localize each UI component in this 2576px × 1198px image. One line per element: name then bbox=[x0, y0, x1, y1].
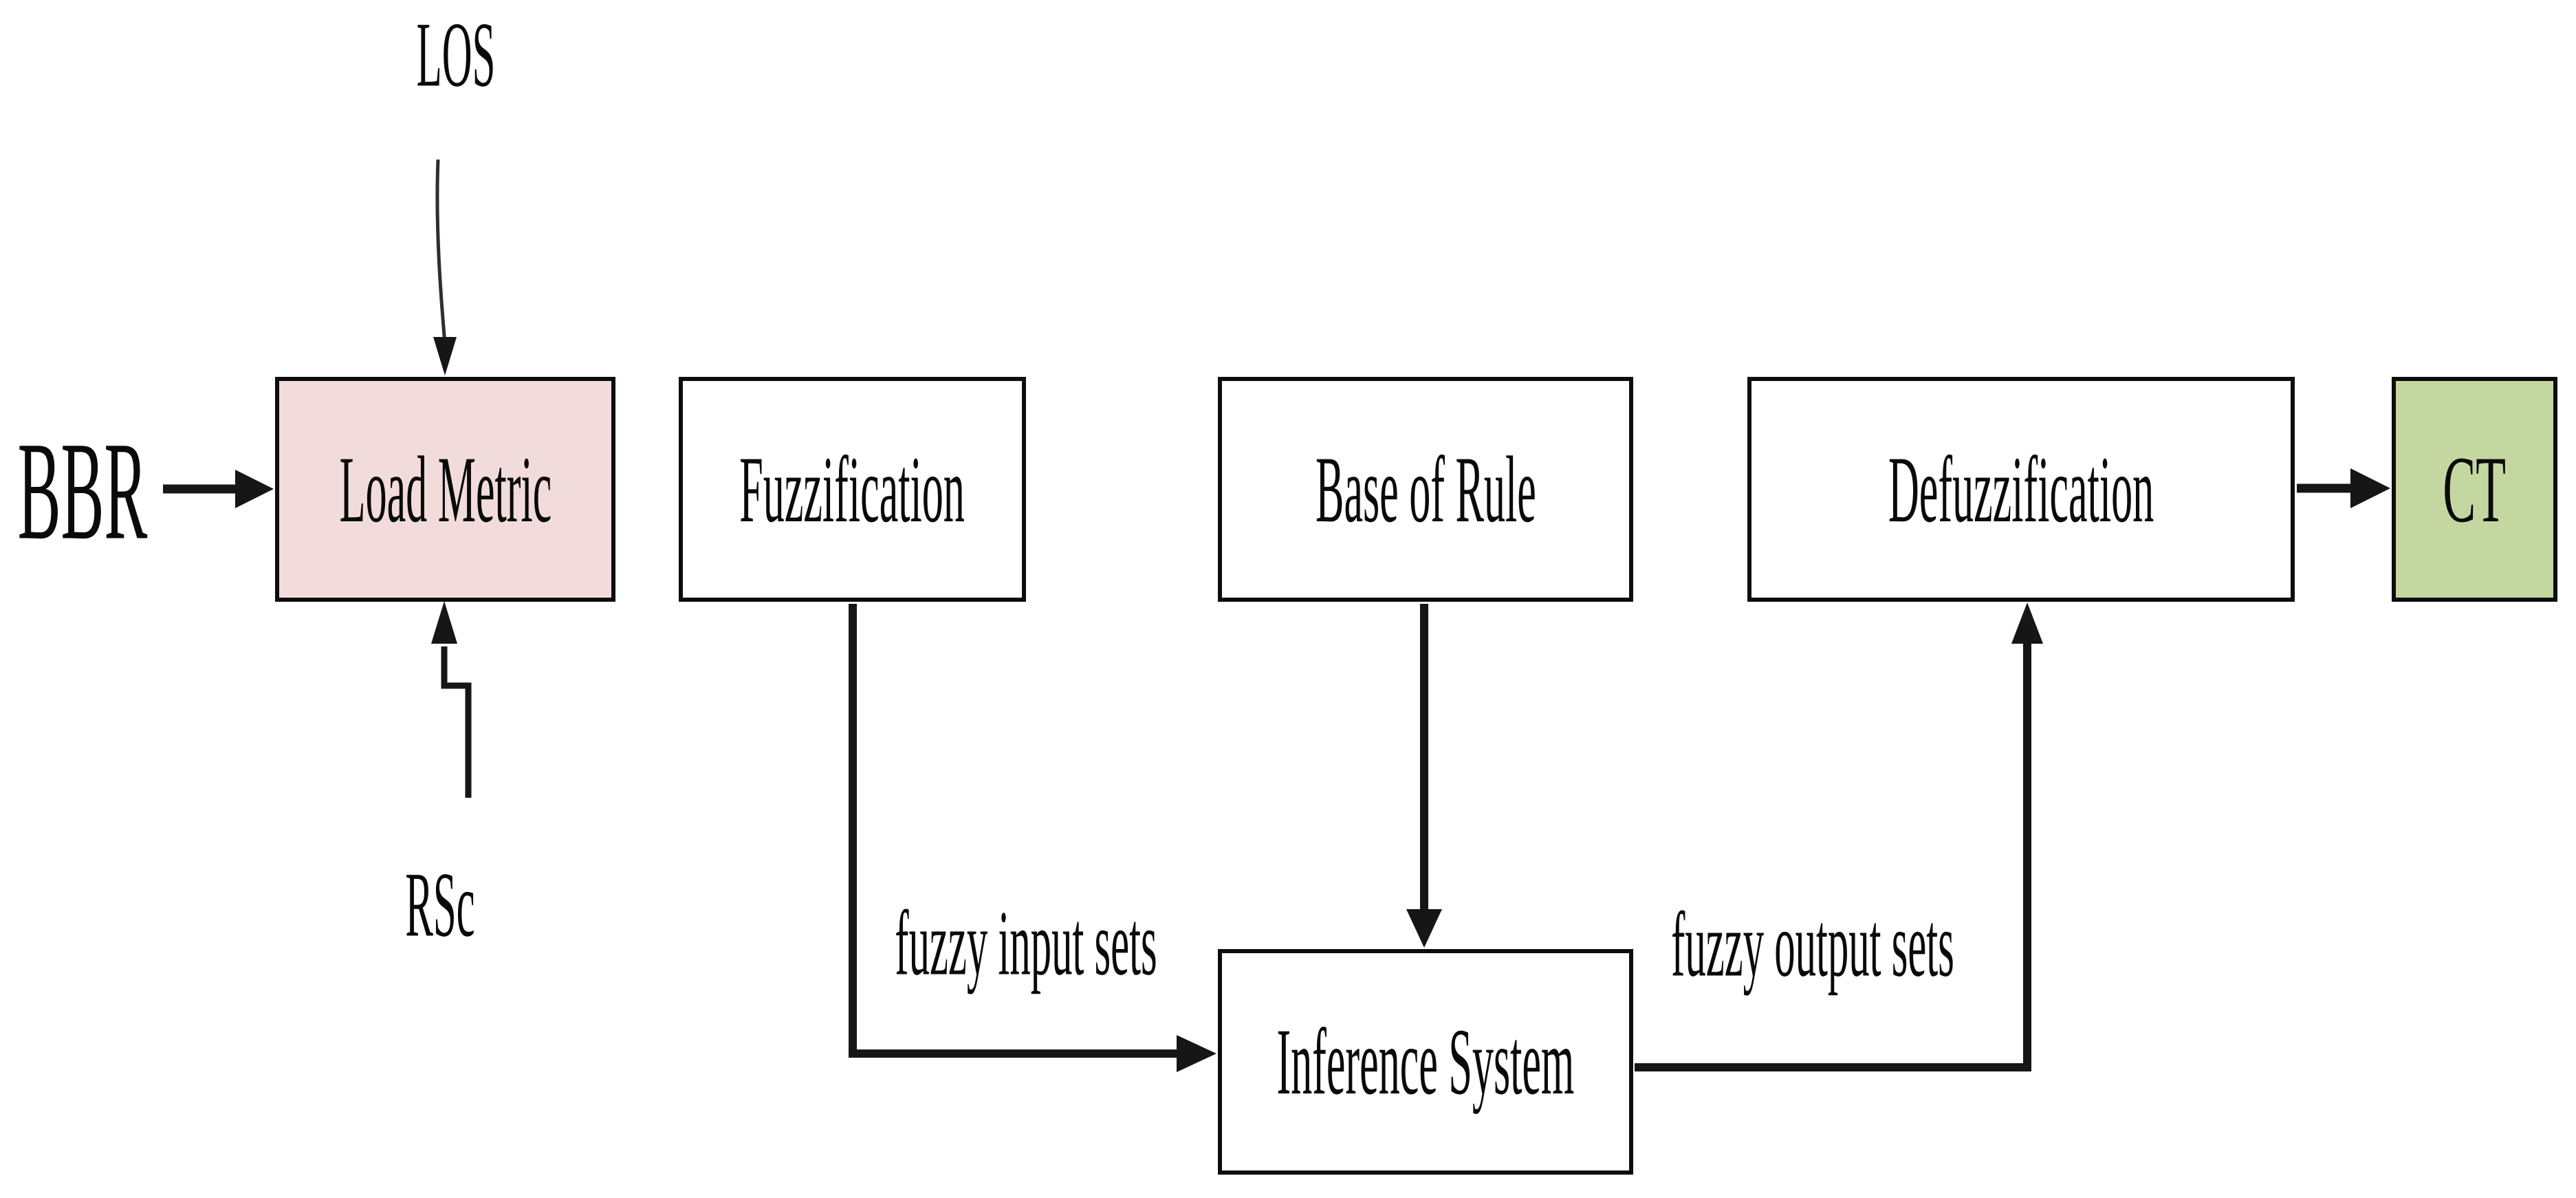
arrow-rsc-to-load-metric bbox=[441, 646, 472, 798]
node-ct: CT bbox=[2392, 377, 2557, 602]
node-defuzzification-label: Defuzzification bbox=[1888, 436, 2154, 542]
arrowhead-up-icon bbox=[431, 601, 457, 644]
input-label-rsc: RSc bbox=[405, 853, 475, 957]
input-label-bbr: BBR bbox=[17, 413, 148, 569]
arrowhead-up-icon bbox=[2011, 602, 2043, 644]
edge-label-fuzzy-output-sets: fuzzy output sets bbox=[1671, 893, 1954, 996]
arrow-inference-to-defuzzification bbox=[1635, 641, 2031, 1071]
node-fuzzification: Fuzzification bbox=[679, 377, 1026, 602]
arrow-fuzzification-to-inference bbox=[849, 604, 1180, 1058]
node-load-metric-label: Load Metric bbox=[339, 436, 552, 542]
node-ct-label: CT bbox=[2443, 436, 2507, 542]
arrowhead-down-icon bbox=[1406, 909, 1442, 948]
edge-label-fuzzy-input-sets: fuzzy input sets bbox=[895, 892, 1157, 995]
node-load-metric: Load Metric bbox=[275, 377, 615, 602]
input-label-los: LOS bbox=[416, 3, 496, 107]
node-fuzzification-label: Fuzzification bbox=[739, 436, 965, 542]
node-base-of-rule: Base of Rule bbox=[1218, 377, 1633, 602]
arrow-los-to-load-metric bbox=[435, 159, 447, 345]
node-inference-system: Inference System bbox=[1218, 949, 1633, 1175]
arrowhead-right-icon bbox=[235, 470, 274, 508]
node-base-of-rule-label: Base of Rule bbox=[1315, 436, 1536, 542]
arrowhead-down-icon bbox=[433, 337, 457, 375]
arrowhead-right-icon bbox=[1177, 1035, 1216, 1072]
arrowhead-right-icon bbox=[2350, 468, 2390, 508]
node-defuzzification: Defuzzification bbox=[1747, 377, 2295, 602]
node-inference-system-label: Inference System bbox=[1276, 1009, 1575, 1114]
